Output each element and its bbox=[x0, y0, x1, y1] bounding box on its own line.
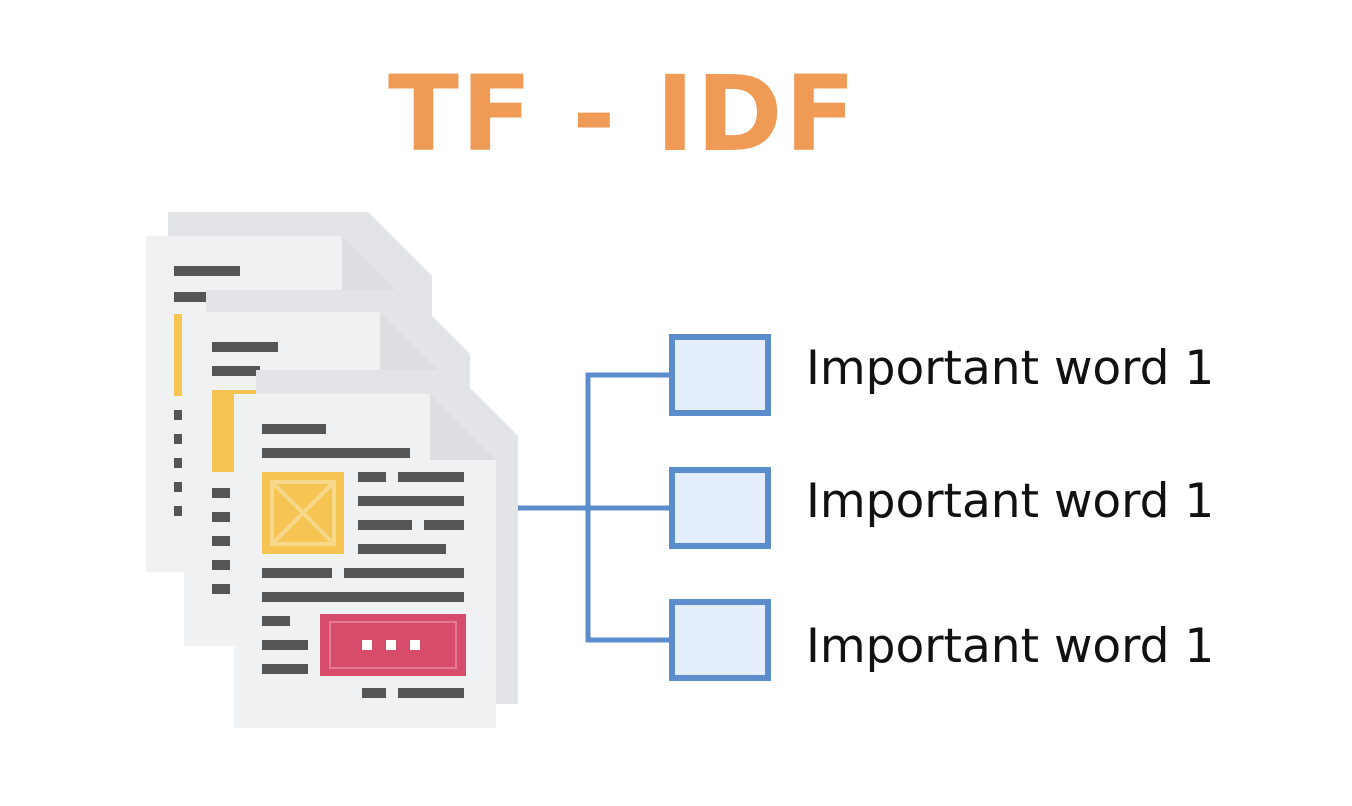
image-placeholder-icon bbox=[262, 472, 344, 554]
word-box-2 bbox=[669, 467, 771, 549]
word-box-3 bbox=[669, 599, 771, 681]
document-stack-icon bbox=[146, 212, 518, 728]
connector-tree bbox=[518, 372, 672, 643]
diagram-title: TF - IDF bbox=[388, 53, 858, 175]
more-button-icon bbox=[320, 614, 466, 676]
word-label-2: Important word 1 bbox=[806, 474, 1215, 529]
document-front bbox=[234, 370, 518, 728]
word-box-1 bbox=[669, 334, 771, 416]
word-label-1: Important word 1 bbox=[806, 341, 1215, 396]
word-label-3: Important word 1 bbox=[806, 619, 1215, 674]
